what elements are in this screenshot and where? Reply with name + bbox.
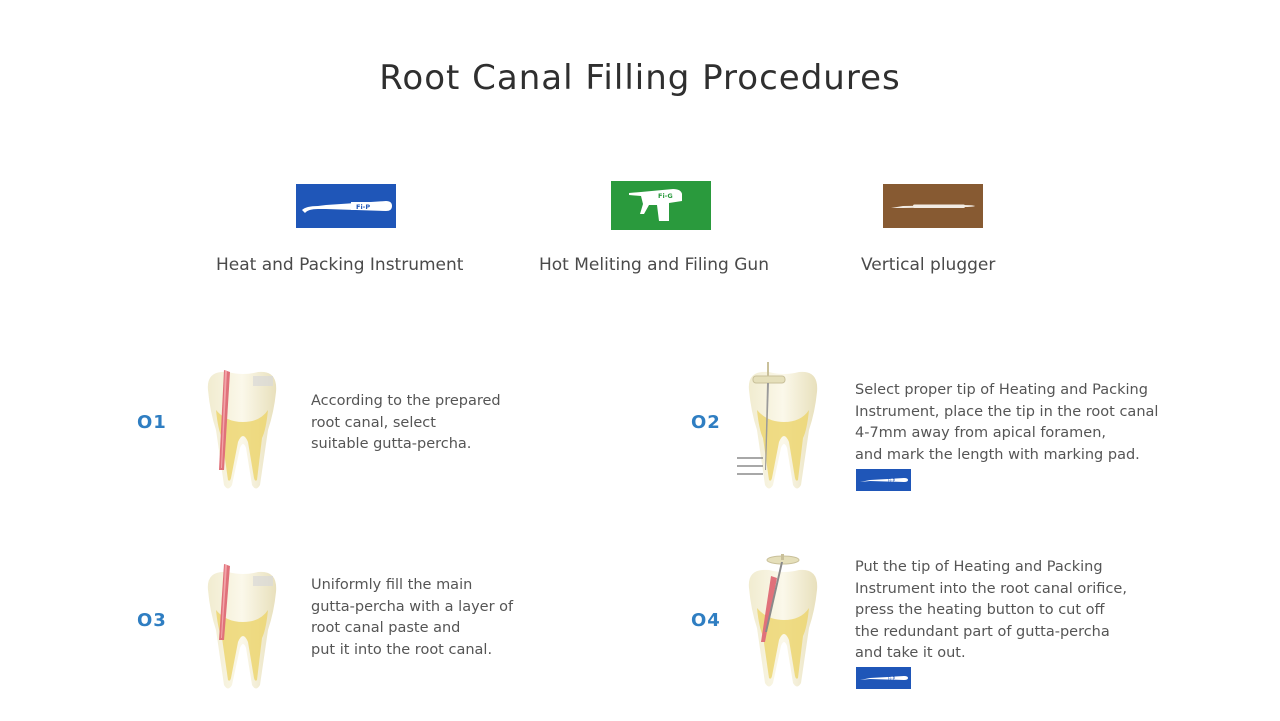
tool-label-vertical-plugger: Vertical plugger bbox=[861, 255, 996, 275]
step-4-line-1: Put the tip of Heating and Packing bbox=[855, 559, 1103, 575]
step-3-line-2: gutta-percha with a layer of bbox=[311, 598, 514, 615]
mini-heat-packing-instrument-icon: Fi-P bbox=[856, 469, 911, 491]
tooth-paste-coated-gutta-percha-icon bbox=[198, 560, 288, 695]
tool-badge-fip: Fi-P bbox=[356, 203, 370, 211]
hot-melting-gun-icon: Fi-G bbox=[611, 181, 711, 230]
vertical-plugger-icon bbox=[883, 184, 983, 228]
step-text-3: Uniformly fill the main gutta-percha wit… bbox=[311, 575, 513, 661]
heat-packing-instrument-icon: Fi-P bbox=[296, 184, 396, 228]
step-text-2: Select proper tip of Heating and Packing… bbox=[855, 380, 1158, 466]
step-4-line-4: the redundant part of gutta-percha bbox=[855, 623, 1110, 640]
tool-badge-fig: Fi-G bbox=[658, 192, 673, 200]
tool-label-hot-melting-gun: Hot Meliting and Filing Gun bbox=[539, 255, 769, 275]
tooth-tip-marking-icon bbox=[735, 358, 825, 493]
step-4-line-2: Instrument into the root canal orifice, bbox=[855, 580, 1127, 597]
step-4-line-3: press the heating button to cut off bbox=[855, 602, 1105, 618]
step-2-line-3: 4-7mm away from apical foramen, bbox=[855, 425, 1106, 441]
step-text-4: Put the tip of Heating and Packing Instr… bbox=[855, 557, 1127, 665]
step-1-line-1: According to the prepared bbox=[311, 393, 501, 409]
mini-badge-step-4: Fi-P bbox=[888, 676, 896, 681]
step-number-3: O3 bbox=[137, 610, 167, 631]
mini-heat-packing-instrument-icon: Fi-P bbox=[856, 667, 911, 689]
step-2-line-1: Select proper tip of Heating and Packing bbox=[855, 382, 1148, 398]
step-number-2: O2 bbox=[691, 412, 721, 433]
mini-badge-step-2: Fi-P bbox=[888, 478, 896, 483]
step-2-line-2: Instrument, place the tip in the root ca… bbox=[855, 403, 1159, 420]
step-2-line-4: and mark the length with marking pad. bbox=[855, 446, 1140, 463]
tool-label-heat-packing: Heat and Packing Instrument bbox=[216, 255, 464, 275]
step-1-line-2: root canal, select bbox=[311, 414, 436, 431]
step-3-line-4: put it into the root canal. bbox=[311, 641, 493, 658]
step-number-1: O1 bbox=[137, 412, 167, 433]
step-3-line-1: Uniformly fill the main bbox=[311, 577, 473, 593]
step-3-line-3: root canal paste and bbox=[311, 620, 461, 636]
tooth-gutta-percha-icon bbox=[198, 360, 288, 495]
step-4-line-5: and take it out. bbox=[855, 645, 966, 661]
tooth-heating-cut-icon bbox=[735, 552, 825, 687]
step-text-1: According to the prepared root canal, se… bbox=[311, 391, 501, 456]
step-number-4: O4 bbox=[691, 610, 721, 631]
page-title: Root Canal Filling Procedures bbox=[379, 58, 901, 98]
step-1-line-3: suitable gutta-percha. bbox=[311, 436, 472, 452]
